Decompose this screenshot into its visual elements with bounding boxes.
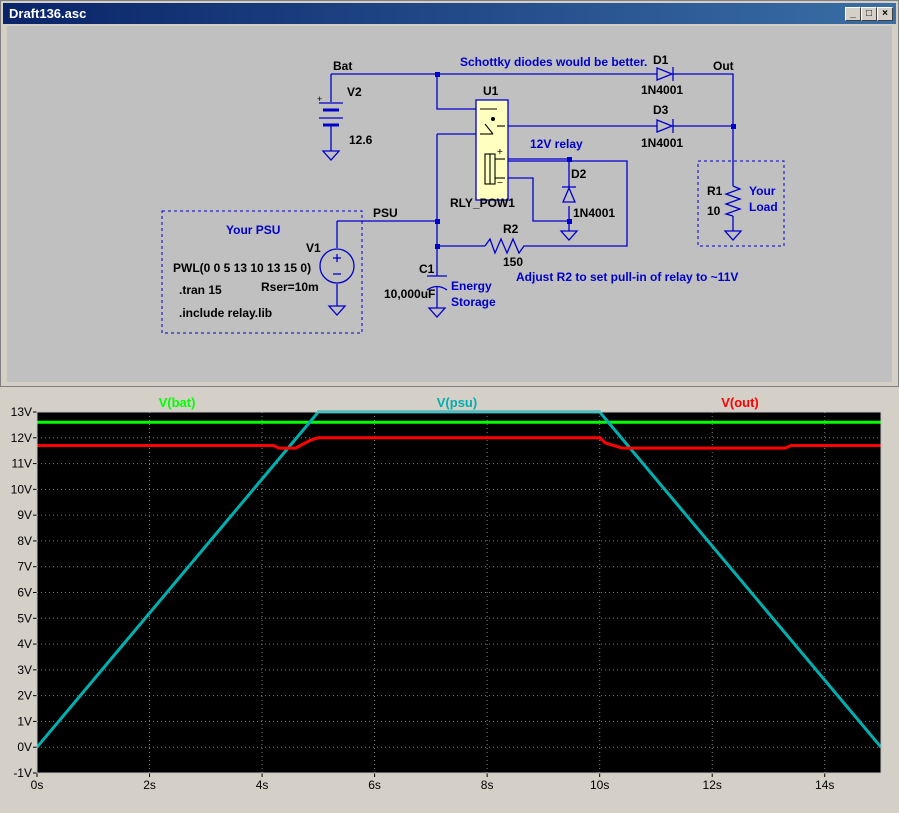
ground-symbols: [321, 150, 743, 318]
resistor-r1-symbol[interactable]: [723, 185, 742, 217]
psu-dashed-box: [161, 210, 363, 334]
label-d1-part: 1N4001: [641, 83, 683, 97]
label-v1: V1: [306, 241, 321, 255]
y-tick-label: 13V: [11, 405, 32, 419]
label-r1: R1: [707, 184, 723, 198]
label-bat: Bat: [333, 59, 352, 73]
legend-entry[interactable]: V(bat): [159, 395, 196, 410]
y-tick-label: 8V: [17, 534, 32, 548]
x-tick-label: 10s: [590, 778, 609, 792]
label-your-load-2: Load: [749, 200, 778, 214]
title-bar[interactable]: Draft136.asc _ □ ×: [3, 3, 896, 24]
resistor-r2-symbol[interactable]: [484, 237, 529, 255]
relay-u1-symbol[interactable]: + −: [475, 99, 509, 201]
capacitor-c1-symbol[interactable]: [426, 275, 448, 291]
y-tick-label: 2V: [17, 689, 32, 703]
label-schottky-note: Schottky diodes would be better.: [460, 55, 647, 69]
svg-text:+: +: [497, 147, 503, 158]
x-tick-labels: 0s 2s 4s 6s 8s 10s 12s 14s: [31, 773, 834, 792]
x-tick-label: 6s: [368, 778, 381, 792]
x-tick-label: 14s: [815, 778, 834, 792]
y-tick-label: 12V: [11, 431, 32, 445]
label-r2: R2: [503, 222, 519, 236]
legend-entry[interactable]: V(out): [721, 395, 759, 410]
waveform-window: 13V 12V 11V 10V 9V 8V 7V 6V 5V 4V 3V 2V 1V 0V -1V 0s 2s…: [0, 389, 899, 808]
diode-d3-symbol[interactable]: [656, 119, 679, 133]
y-tick-label: 5V: [17, 611, 32, 625]
label-tran: .tran 15: [179, 283, 222, 297]
waveform-plot[interactable]: 13V 12V 11V 10V 9V 8V 7V 6V 5V 4V 3V 2V 1V 0V -1V 0s 2s…: [0, 389, 899, 808]
label-d2: D2: [571, 167, 587, 181]
label-your-psu: Your PSU: [226, 223, 280, 237]
schematic-canvas[interactable]: + −: [7, 26, 892, 382]
window-title: Draft136.asc: [9, 6, 87, 21]
svg-text:−: −: [497, 178, 503, 189]
label-c1-value: 10,000uF: [384, 287, 435, 301]
y-tick-label: 9V: [17, 508, 32, 522]
series-line-v-out[interactable]: [37, 436, 881, 450]
label-r1-value: 10: [707, 204, 721, 218]
y-tick-label: 7V: [17, 560, 32, 574]
label-v2: V2: [347, 85, 362, 99]
label-rly: RLY_POW1: [450, 196, 515, 210]
x-tick-label: 2s: [143, 778, 156, 792]
label-c1: C1: [419, 262, 435, 276]
maximize-button[interactable]: □: [861, 7, 877, 21]
label-v2-plus: +: [317, 94, 322, 104]
diode-d1-symbol[interactable]: [656, 67, 679, 81]
x-tick-label: 12s: [703, 778, 722, 792]
y-tick-label: 0V: [17, 740, 32, 754]
legend[interactable]: V(bat) V(psu) V(out): [159, 395, 759, 410]
label-include: .include relay.lib: [179, 306, 272, 320]
close-button[interactable]: ×: [877, 7, 893, 21]
label-relay-note: 12V relay: [530, 137, 583, 151]
label-u1: U1: [483, 84, 499, 98]
label-adjust-note: Adjust R2 to set pull-in of relay to ~11…: [516, 270, 738, 284]
label-psu: PSU: [373, 206, 398, 220]
label-d1: D1: [653, 53, 669, 67]
minimize-button[interactable]: _: [845, 7, 861, 21]
label-r2-value: 150: [503, 255, 523, 269]
plot-border: [36, 411, 882, 774]
legend-entry[interactable]: V(psu): [437, 395, 477, 410]
label-out: Out: [713, 59, 734, 73]
y-tick-label: 4V: [17, 637, 32, 651]
label-energy-1: Energy: [451, 279, 492, 293]
y-tick-label: 10V: [11, 482, 32, 496]
junctions: [435, 72, 736, 249]
y-tick-label: 1V: [17, 714, 32, 728]
x-tick-label: 8s: [481, 778, 494, 792]
label-your-load-1: Your: [749, 184, 776, 198]
schematic-window: Draft136.asc _ □ ×: [0, 0, 899, 387]
y-tick-label: -1V: [13, 766, 32, 780]
y-tick-label: 3V: [17, 663, 32, 677]
label-energy-2: Storage: [451, 295, 496, 309]
load-dashed-box: [697, 160, 785, 247]
x-tick-label: 0s: [31, 778, 44, 792]
plot-area[interactable]: [37, 412, 881, 773]
label-v2-value: 12.6: [349, 133, 373, 147]
y-tick-label: 11V: [12, 457, 32, 471]
schematic-drawing: + −: [161, 53, 785, 334]
label-pwl: PWL(0 0 5 13 10 13 15 0): [173, 261, 311, 275]
label-rser: Rser=10m: [261, 280, 319, 294]
label-d2-part: 1N4001: [573, 206, 615, 220]
x-tick-label: 4s: [256, 778, 269, 792]
battery-v2-symbol[interactable]: [319, 102, 343, 132]
diode-d2-symbol[interactable]: [562, 176, 576, 203]
wires: [330, 73, 734, 308]
label-d3: D3: [653, 103, 669, 117]
label-d3-part: 1N4001: [641, 136, 683, 150]
y-tick-label: 6V: [17, 586, 32, 600]
y-tick-labels: 13V 12V 11V 10V 9V 8V 7V 6V 5V 4V 3V 2V 1V 0V -1V: [11, 405, 37, 780]
voltage-source-v1-symbol[interactable]: [319, 248, 355, 284]
